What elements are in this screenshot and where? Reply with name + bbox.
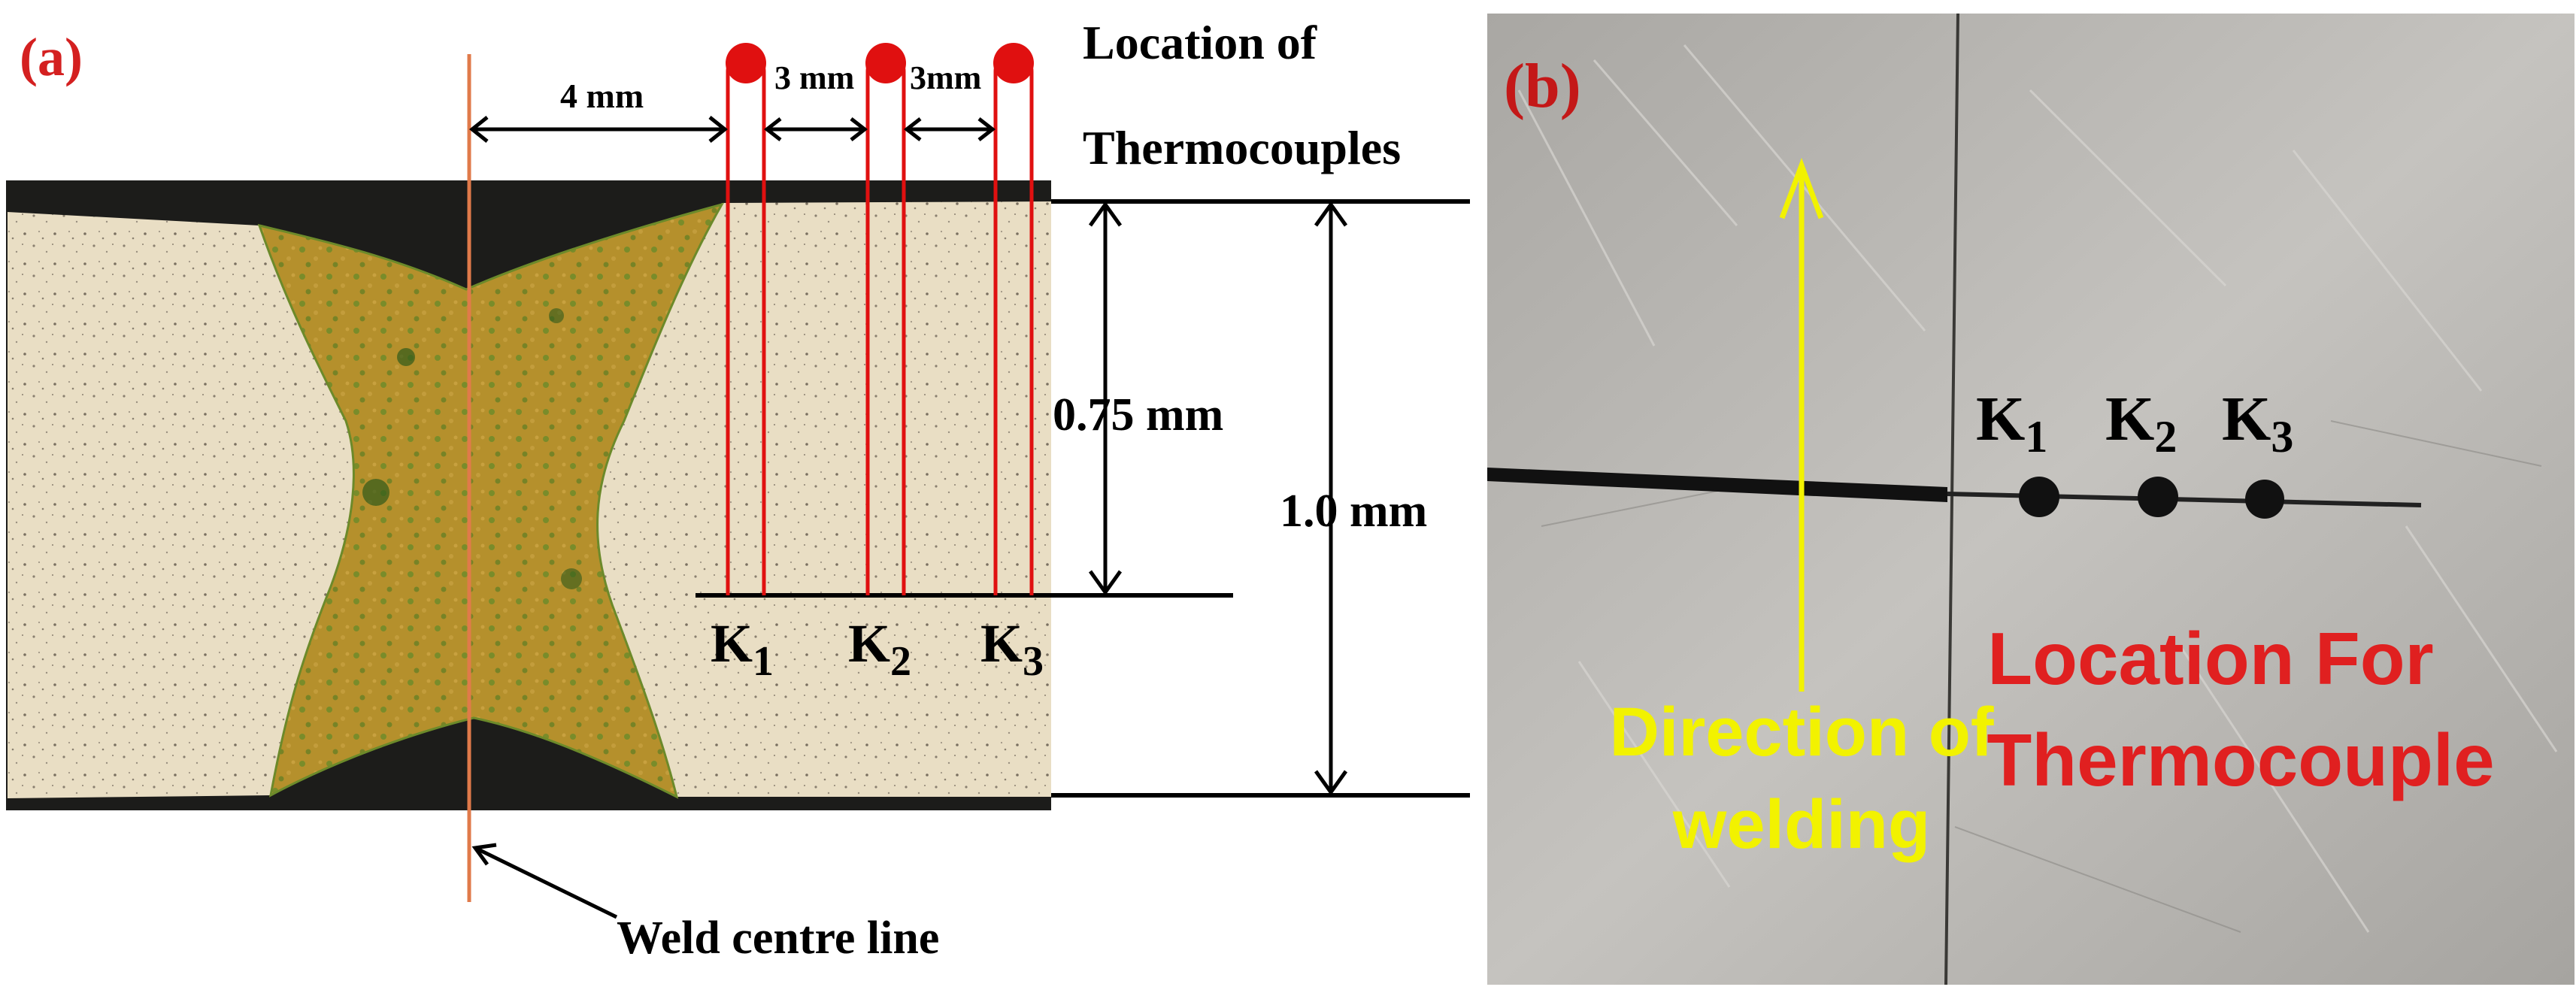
thermocouple-title-line1: Location of (1083, 16, 1317, 69)
thermocouple-k2 (865, 43, 906, 595)
thermocouple-title-line2: Thermocouples (1083, 121, 1401, 174)
photo-k3-label: K3 (2222, 384, 2293, 462)
panel-a-label: (a) (20, 27, 83, 87)
thermocouple-dot-k3 (2245, 480, 2284, 519)
marker-line (1487, 468, 1947, 502)
weld-porosity (397, 348, 415, 366)
panel-a: (a) 4 mm 3 mm 3mm Location of Thermocoup… (6, 16, 1470, 964)
weld-porosity (549, 308, 564, 323)
dim-3mm-label-2: 3mm (910, 59, 981, 96)
k3-label: K3 (980, 613, 1044, 685)
weld-nugget (257, 202, 725, 799)
thermocouple-dot-k1 (2019, 477, 2059, 517)
dim-3mm-label: 3 mm (774, 59, 854, 96)
dimension-arrow-075 (1088, 201, 1123, 596)
thermocouple-dot-k2 (2138, 477, 2178, 517)
direction-label-line2: welding (1672, 786, 1930, 863)
dimension-arrow-10 (1314, 201, 1348, 796)
panel-b: (b) K1 K2 K3 Direction of welding Locati… (1487, 13, 2574, 985)
direction-label-line1: Direction of (1609, 694, 1993, 770)
dim-4mm-label: 4 mm (560, 77, 644, 115)
thermocouple-k3 (993, 43, 1034, 595)
dimension-arrows-top (468, 116, 996, 143)
weld-centre-leader (471, 843, 618, 919)
butt-seam-line (1944, 13, 1959, 985)
location-label-line1: Location For (1987, 617, 2433, 700)
location-label-line2: Thermocouple (1987, 719, 2494, 801)
k2-label: K2 (848, 613, 911, 685)
base-metal-left (8, 212, 354, 798)
thickness-10-label: 1.0 mm (1280, 486, 1427, 537)
depth-075-label: 0.75 mm (1053, 389, 1223, 440)
photo-k2-label: K2 (2105, 384, 2177, 462)
k1-label: K1 (711, 613, 774, 685)
base-metal-right (597, 201, 1051, 797)
weld-centre-label: Weld centre line (617, 913, 939, 964)
weld-porosity (362, 479, 389, 506)
panel-b-label: (b) (1504, 51, 1581, 121)
thermocouple-k1 (726, 43, 766, 595)
plate-scratches (1517, 44, 2558, 933)
weld-porosity (561, 568, 582, 589)
photo-k1-label: K1 (1976, 384, 2047, 462)
welding-direction-arrow (1779, 157, 1824, 692)
